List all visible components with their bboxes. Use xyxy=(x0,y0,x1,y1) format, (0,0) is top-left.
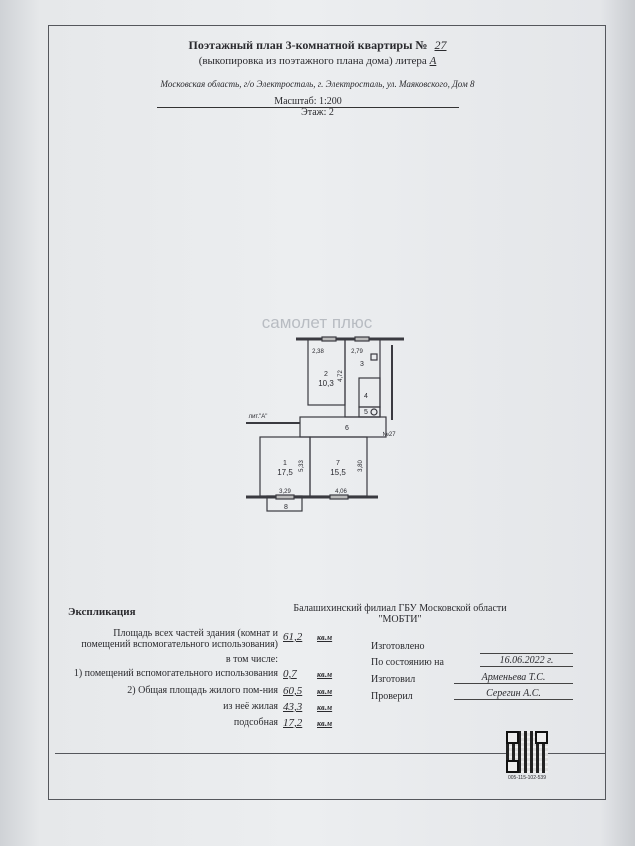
organization: Балашихинский филиал ГБУ Московской обла… xyxy=(250,603,550,625)
made-label: Изготовлено xyxy=(371,641,425,652)
address: Московская область, г/о Электросталь, г.… xyxy=(160,79,475,89)
window xyxy=(354,336,370,342)
title-text: Поэтажный план 3-комнатной квартиры № xyxy=(188,38,428,52)
living-value: 43,3 xyxy=(283,701,303,713)
made-by-label: Изготовил xyxy=(371,674,416,685)
aux-area-value: 0,7 xyxy=(283,668,297,680)
litera-value: А xyxy=(429,55,437,67)
unit: кв.м xyxy=(317,703,333,712)
made-by-value: Арменьева Т.С. xyxy=(454,672,573,684)
total-living-label: 2) Общая площадь жилого пом-ния xyxy=(127,685,278,696)
scale: Масштаб: 1:200 xyxy=(157,96,459,108)
room-8-number: 8 xyxy=(284,504,288,511)
aux-area-label: 1) помещений вспомогательного использова… xyxy=(73,668,278,679)
room-7-number: 7 xyxy=(336,460,340,467)
document-title: Поэтажный план 3-комнатной квартиры № 27 xyxy=(0,38,635,53)
dimension: 3,80 xyxy=(358,460,364,472)
window xyxy=(321,336,337,342)
room-3-number: 3 xyxy=(360,361,364,368)
dimension: 3,29 xyxy=(279,489,291,495)
window xyxy=(329,494,349,500)
document-frame xyxy=(48,25,606,800)
total-living-value: 60,5 xyxy=(283,685,303,697)
litera-label: лит."А" xyxy=(249,414,268,420)
dimension: 4,06 xyxy=(335,489,347,495)
washbasin-icon xyxy=(370,408,378,416)
org-name-short: "МОБТИ" xyxy=(378,614,422,625)
room-2-number: 2 xyxy=(324,371,328,378)
total-area-value: 61,2 xyxy=(283,631,303,643)
unit: кв.м xyxy=(317,670,333,679)
utility-label: подсобная xyxy=(233,717,278,728)
room-6-number: 6 xyxy=(345,425,349,432)
subtitle-text: (выкопировка из поэтажного плана дома) л… xyxy=(198,55,427,67)
living-label: из неё жилая xyxy=(223,701,278,712)
including-label: в том числе: xyxy=(225,654,278,665)
room-1-area: 17,5 xyxy=(277,468,293,477)
org-name: Балашихинский филиал ГБУ Московской обла… xyxy=(293,603,507,614)
dimension: 5,33 xyxy=(299,460,305,472)
unit: кв.м xyxy=(317,633,333,642)
state-date: 16.06.2022 г. xyxy=(480,655,573,667)
apartment-label: №27 xyxy=(382,431,396,438)
utility-value: 17,2 xyxy=(283,717,303,729)
qr-caption: 005-115-102-539 xyxy=(508,775,546,781)
qr-code xyxy=(506,731,548,773)
checked-value: Серегин А.С. xyxy=(454,688,573,700)
total-area-label: Площадь всех частей здания (комнат и пом… xyxy=(60,628,278,650)
window xyxy=(275,494,295,500)
explication-title: Экспликация xyxy=(68,606,136,618)
room-1-number: 1 xyxy=(283,460,287,467)
made-value xyxy=(480,641,573,654)
watermark: самолет плюс xyxy=(262,313,373,332)
unit: кв.м xyxy=(317,719,333,728)
total-label-line-1: Площадь всех частей здания (комнат и xyxy=(113,628,278,639)
stove-icon xyxy=(370,353,378,361)
room-4-number: 4 xyxy=(364,393,368,400)
room-6-outline xyxy=(299,416,387,438)
divider xyxy=(55,753,606,754)
total-label-line-2: помещений вспомогательного использования… xyxy=(81,639,278,650)
document-subtitle: (выкопировка из поэтажного плана дома) л… xyxy=(0,55,635,67)
room-4-outline xyxy=(358,377,381,408)
checked-label: Проверил xyxy=(371,691,413,702)
room-7-area: 15,5 xyxy=(330,468,346,477)
apartment-number: 27 xyxy=(434,38,447,52)
unit: кв.м xyxy=(317,687,333,696)
dimension: 4,72 xyxy=(338,370,344,382)
room-2-area: 10,3 xyxy=(318,379,334,388)
floor: Этаж: 2 xyxy=(301,107,334,118)
dimension: 2,79 xyxy=(351,349,363,355)
room-5-number: 5 xyxy=(364,409,368,416)
state-label: По состоянию на xyxy=(371,657,444,668)
dimension: 2,38 xyxy=(312,349,324,355)
